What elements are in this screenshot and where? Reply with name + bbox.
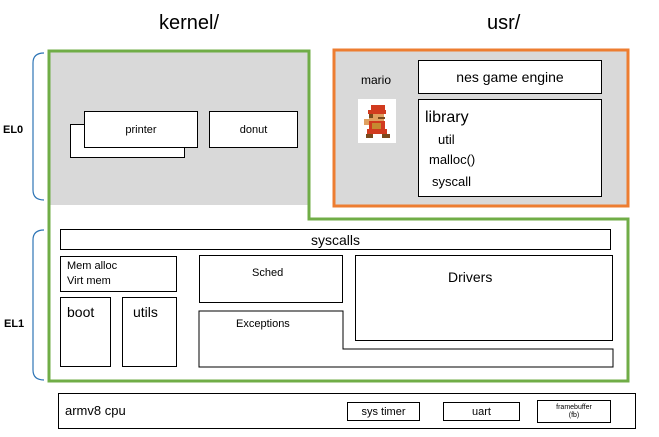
printer-label: printer [125, 123, 157, 136]
drivers-box: Drivers [355, 255, 613, 341]
usr-header: usr/ [487, 12, 521, 34]
utils-box: utils [122, 297, 177, 367]
library-item-malloc: malloc() [429, 152, 476, 167]
exceptions-box-outline [198, 310, 614, 368]
game-engine-box: nes game engine [418, 60, 602, 94]
exceptions-label: Exceptions [236, 318, 290, 330]
boot-label: boot [67, 304, 95, 320]
virt-mem-label: Virt mem [67, 275, 111, 287]
utils-label: utils [133, 304, 158, 320]
el1-brace [32, 229, 45, 381]
framebuffer-box: framebuffer (fb) [537, 400, 611, 423]
cpu-label: armv8 cpu [65, 403, 126, 418]
framebuffer-abbrev: (fb) [568, 412, 580, 419]
mario-icon [358, 99, 396, 143]
donut-label: donut [239, 123, 268, 136]
printer-box: printer [84, 111, 198, 148]
uart-box: uart [443, 402, 520, 421]
el0-brace [32, 52, 45, 201]
library-item-util: util [438, 132, 455, 147]
mem-alloc-label: Mem alloc [67, 260, 118, 272]
el1-label: EL1 [4, 318, 25, 330]
uart-label: uart [472, 405, 491, 418]
syscalls-box: syscalls [60, 229, 611, 250]
game-engine-label: nes game engine [456, 69, 564, 85]
usr-boundary [332, 48, 630, 208]
sys-timer-label: sys timer [361, 405, 406, 418]
sys-timer-box: sys timer [347, 402, 420, 421]
library-item-syscall: syscall [432, 174, 472, 189]
mario-label: mario [361, 73, 392, 87]
boot-box: boot [60, 297, 111, 367]
framebuffer-label: framebuffer [556, 404, 592, 411]
el0-label: EL0 [3, 124, 24, 136]
sched-label: Sched [252, 267, 284, 279]
kernel-boundary [47, 49, 630, 383]
library-title: library [425, 109, 469, 126]
drivers-label: Drivers [448, 269, 493, 285]
library-box: library util malloc() syscall [418, 99, 602, 197]
syscalls-label: syscalls [310, 231, 360, 248]
mem-box: Mem alloc Virt mem [60, 256, 177, 292]
kernel-header: kernel/ [159, 12, 220, 34]
sched-box: Sched [199, 255, 343, 303]
donut-box: donut [209, 111, 298, 148]
